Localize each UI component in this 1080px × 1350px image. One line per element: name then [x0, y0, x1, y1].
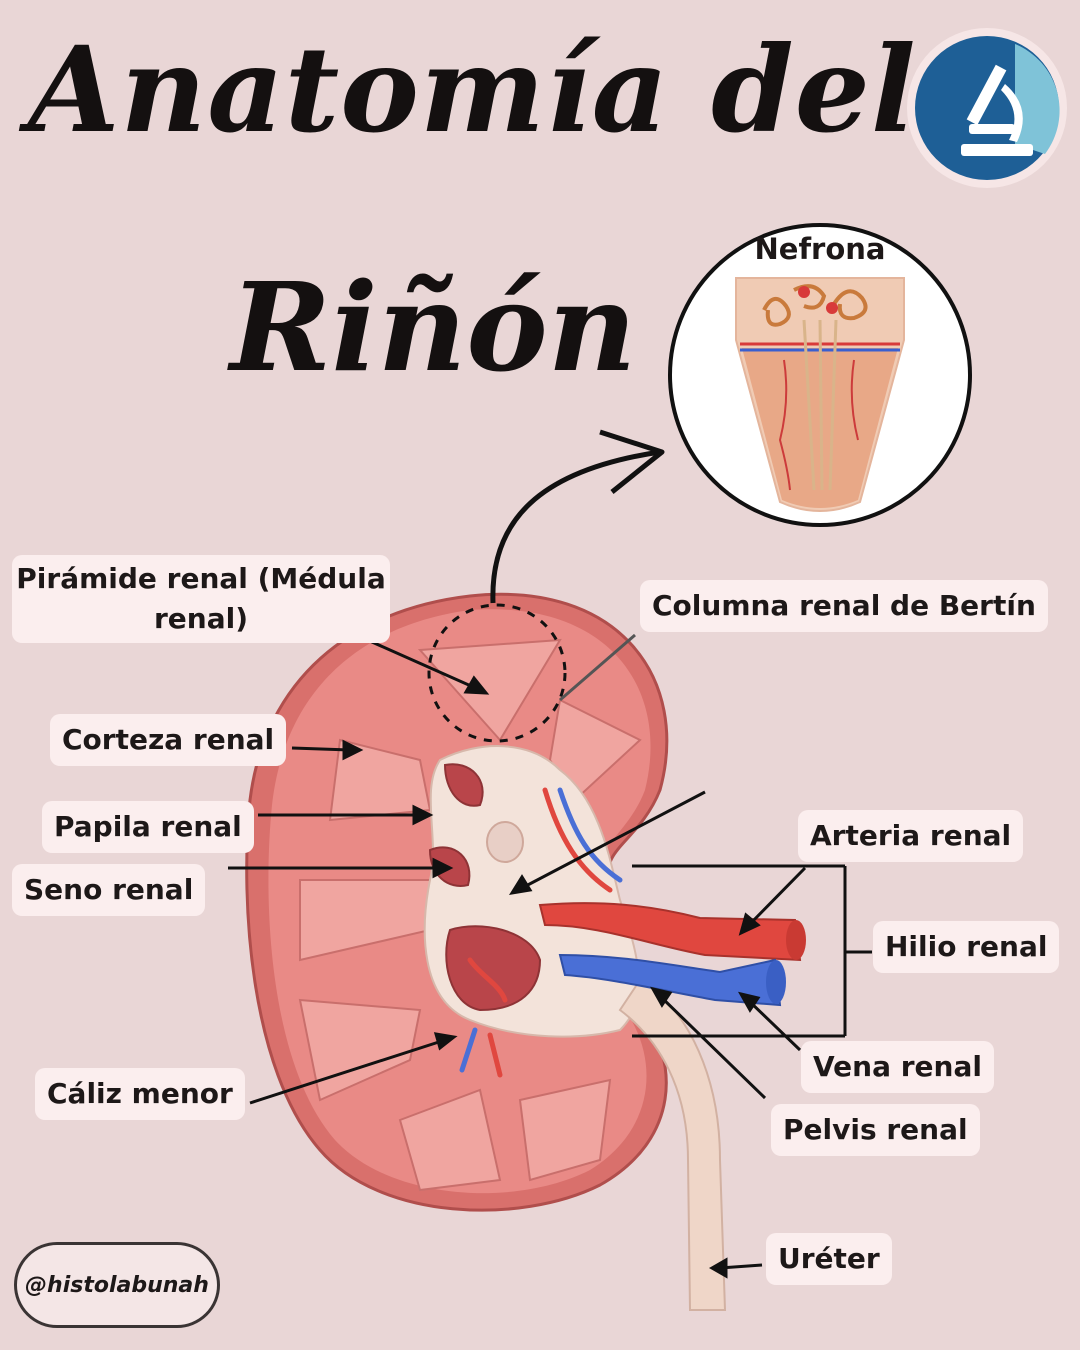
label-pelvis-renal: Pelvis renal	[771, 1104, 980, 1156]
label-corteza-renal: Corteza renal	[50, 714, 287, 766]
inset-title: Nefrona	[754, 232, 886, 266]
title-line-1: Anatomía del	[28, 20, 917, 159]
label-caliz-menor: Cáliz menor	[35, 1068, 245, 1120]
title-line-2: Riñón	[230, 255, 637, 399]
label-piramide-renal: Pirámide renal (Médula renal)	[12, 555, 390, 643]
microscope-logo-icon	[907, 28, 1067, 188]
label-arteria-renal: Arteria renal	[798, 810, 1024, 862]
label-papila-renal: Papila renal	[42, 801, 254, 853]
nephron-inset	[668, 223, 972, 527]
label-seno-renal: Seno renal	[12, 864, 206, 916]
label-hilio-renal: Hilio renal	[873, 921, 1060, 973]
label-ureter: Uréter	[766, 1233, 892, 1285]
social-handle: @histolabunah	[14, 1242, 220, 1328]
label-vena-renal: Vena renal	[801, 1041, 994, 1093]
label-columna-renal: Columna renal de Bertín	[640, 580, 1048, 632]
